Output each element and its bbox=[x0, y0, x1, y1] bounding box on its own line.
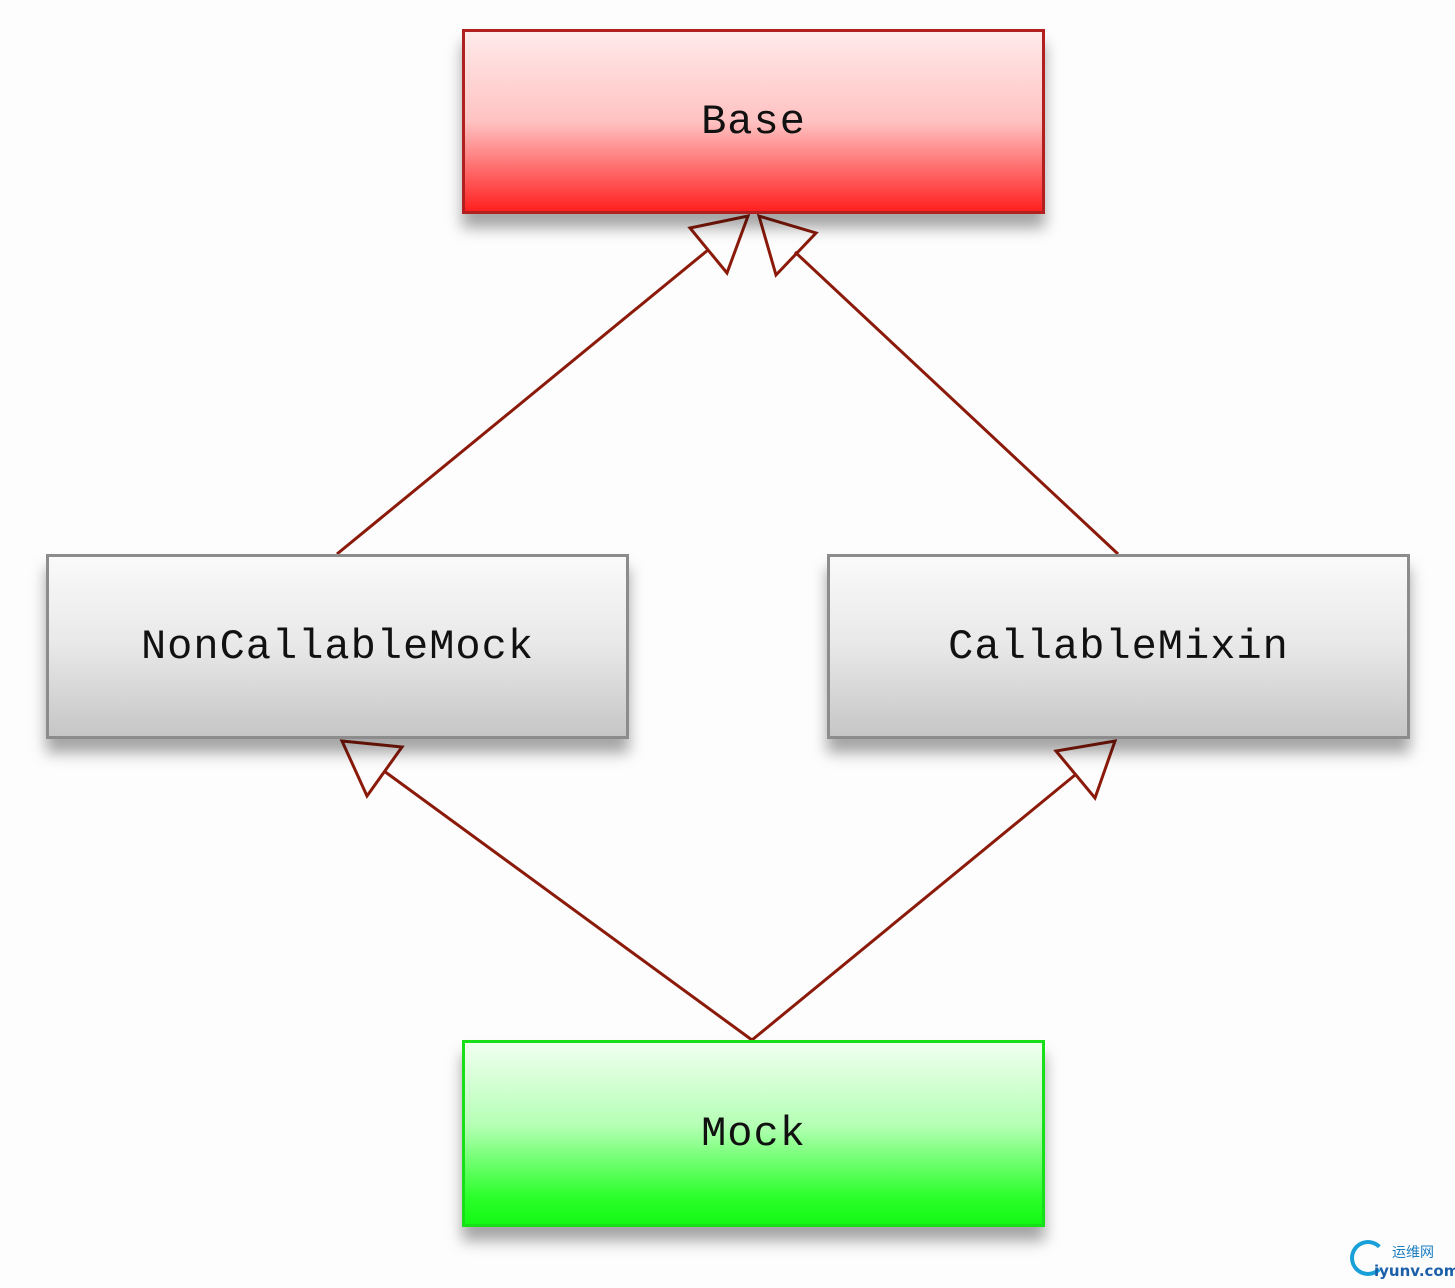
watermark-logo-icon bbox=[1350, 1240, 1386, 1276]
arrowhead-mock-ncm bbox=[339, 739, 405, 799]
edge-mock-to-cm bbox=[751, 773, 1076, 1042]
watermark-url: iyunv.com bbox=[1374, 1262, 1455, 1280]
watermark: 运维网 iyunv.com bbox=[1350, 1238, 1455, 1284]
class-base-label: Base bbox=[701, 97, 806, 146]
class-noncallablemock: NonCallableMock bbox=[46, 554, 629, 739]
edge-cm-to-base bbox=[793, 250, 1120, 556]
arrowhead-mock-cm bbox=[1053, 739, 1118, 801]
class-noncallablemock-label: NonCallableMock bbox=[140, 622, 535, 671]
arrowhead-ncm-base bbox=[687, 213, 751, 276]
class-callablemixin-label: CallableMixin bbox=[948, 622, 1289, 671]
class-base: Base bbox=[462, 29, 1045, 214]
edge-mock-to-ncm bbox=[383, 769, 753, 1042]
class-callablemixin: CallableMixin bbox=[827, 554, 1410, 739]
class-mock: Mock bbox=[462, 1040, 1045, 1227]
class-mock-label: Mock bbox=[701, 1109, 806, 1158]
watermark-chinese-text: 运维网 bbox=[1392, 1245, 1434, 1261]
arrowhead-cm-base bbox=[756, 213, 819, 278]
edge-ncm-to-base bbox=[336, 248, 709, 556]
